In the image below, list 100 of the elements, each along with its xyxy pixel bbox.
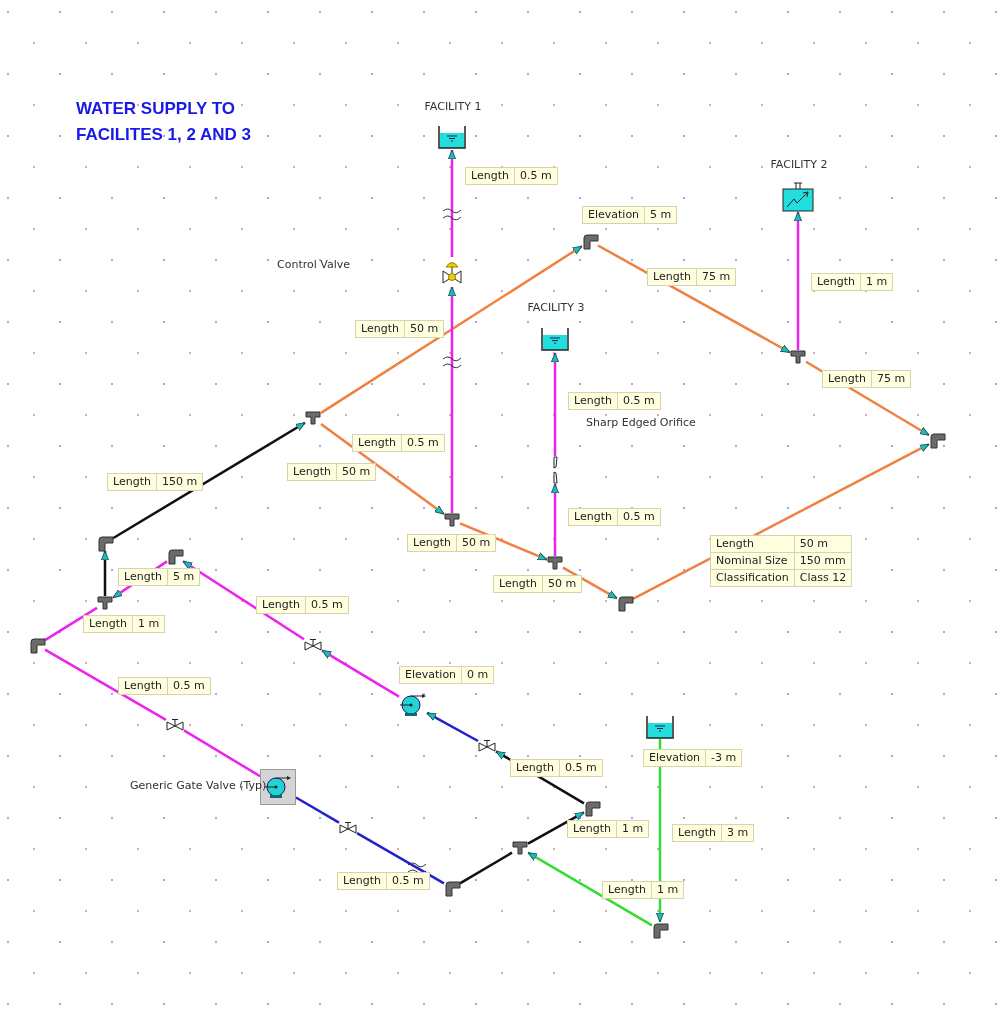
- property-value-cell: 50 m: [336, 463, 376, 481]
- property-name-cell: Length: [118, 677, 168, 695]
- property-name-cell: Length: [568, 392, 618, 410]
- property-name-cell: Length: [83, 615, 133, 633]
- property-value-cell: 3 m: [721, 824, 754, 842]
- property-name-cell: Elevation: [582, 206, 645, 224]
- facility-label: FACILITY 2: [769, 158, 829, 171]
- pipe-line: [447, 149, 457, 257]
- elbow-fitting-icon: [584, 800, 600, 816]
- pipe-line: [527, 851, 653, 927]
- gate-valve-icon: [304, 638, 322, 652]
- tee-fitting-icon: [97, 596, 113, 610]
- property-value-cell: 0 m: [461, 666, 494, 684]
- pipe-line: [597, 244, 791, 354]
- gate-valve-icon: [166, 718, 184, 732]
- gate-valve-icon: [339, 821, 357, 835]
- pipe-line: [459, 522, 548, 561]
- elbow-fitting-icon: [167, 548, 183, 564]
- property-value-cell: 0.5 m: [559, 759, 603, 777]
- property-name-cell: Elevation: [643, 749, 706, 767]
- property-value-cell: 75 m: [871, 370, 911, 388]
- property-name-cell: Length: [352, 434, 402, 452]
- tee-fitting-icon: [512, 841, 528, 855]
- property-name-cell: Length: [710, 535, 795, 553]
- tee-fitting-icon: [444, 513, 460, 527]
- tee-fitting-icon: [305, 411, 321, 425]
- elbow-fitting-icon: [652, 922, 668, 938]
- property-name-cell: Length: [647, 268, 697, 286]
- pipe-line: [320, 245, 583, 414]
- pipe-line: [112, 421, 306, 540]
- elbow-fitting-icon: [97, 535, 113, 551]
- property-value-cell: 0.5 m: [386, 872, 430, 890]
- pipe-line: [459, 851, 513, 885]
- property-value-cell: 150 mm: [794, 552, 852, 570]
- diagram-title: WATER SUPPLY TO FACILITES 1, 2 AND 3: [76, 98, 253, 146]
- pipe-line: [295, 796, 340, 824]
- pipe-line: [183, 729, 261, 778]
- orifice-icon: [551, 456, 559, 484]
- pipe-line: [426, 711, 479, 743]
- pipe-line: [182, 560, 305, 641]
- elbow-fitting-icon: [929, 432, 945, 448]
- property-value-cell: 1 m: [860, 273, 893, 291]
- pipe-line: [550, 483, 560, 556]
- facility-label: FACILITY 3: [526, 301, 586, 314]
- annotation-text: Control Valve: [277, 258, 350, 271]
- facility-label: FACILITY 1: [423, 100, 483, 113]
- property-name-cell: Length: [493, 575, 543, 593]
- property-value-cell: 1 m: [651, 881, 684, 899]
- tank-icon: [646, 715, 674, 739]
- property-value-cell: 1 m: [616, 820, 649, 838]
- annotation-text: Generic Gate Valve (Typ): [130, 779, 267, 792]
- pipe-line: [527, 811, 585, 845]
- property-value-cell: 50 m: [456, 534, 496, 552]
- property-value-cell: 0.5 m: [305, 596, 349, 614]
- pipe-line: [793, 211, 803, 350]
- pump-icon: [399, 693, 427, 717]
- property-value-cell: 0.5 m: [401, 434, 445, 452]
- property-value-cell: 50 m: [794, 535, 852, 553]
- property-value-cell: 1 m: [132, 615, 165, 633]
- property-value-cell: -3 m: [705, 749, 742, 767]
- property-name-cell: Length: [355, 320, 405, 338]
- property-name-cell: Length: [672, 824, 722, 842]
- property-name-cell: Length: [287, 463, 337, 481]
- property-name-cell: Nominal Size: [710, 552, 795, 570]
- elbow-fitting-icon: [617, 595, 633, 611]
- property-value-cell: 0.5 m: [167, 677, 211, 695]
- property-value-cell: 50 m: [542, 575, 582, 593]
- pipe-line: [320, 422, 445, 516]
- property-value-cell: 5 m: [644, 206, 677, 224]
- property-value-cell: 150 m: [156, 473, 203, 491]
- tee-fitting-icon: [790, 350, 806, 364]
- elbow-fitting-icon: [444, 880, 460, 896]
- property-value-cell: 0.5 m: [617, 392, 661, 410]
- property-name-cell: Length: [407, 534, 457, 552]
- component-label: Sharp Edged Orifice: [586, 416, 696, 429]
- elbow-fitting-icon: [29, 637, 45, 653]
- property-name-cell: Length: [568, 508, 618, 526]
- gate-valve-icon: [478, 739, 496, 753]
- pipe-line: [44, 606, 98, 642]
- pipe-line: [562, 566, 618, 600]
- property-name-cell: Length: [602, 881, 652, 899]
- property-value-cell: 0.5 m: [514, 167, 558, 185]
- property-value-cell: 0.5 m: [617, 508, 661, 526]
- pipe-line: [356, 832, 445, 885]
- property-value-cell: 5 m: [167, 568, 200, 586]
- property-name-cell: Length: [567, 820, 617, 838]
- property-name-cell: Classification: [710, 569, 795, 587]
- property-value-cell: Class 12: [794, 569, 852, 587]
- property-name-cell: Length: [337, 872, 387, 890]
- pipe-line: [550, 352, 560, 456]
- property-name-cell: Length: [107, 473, 157, 491]
- property-name-cell: Length: [510, 759, 560, 777]
- property-name-cell: Length: [465, 167, 515, 185]
- property-name-cell: Length: [256, 596, 306, 614]
- pipe-line: [100, 550, 110, 596]
- property-name-cell: Length: [822, 370, 872, 388]
- property-value-cell: 75 m: [696, 268, 736, 286]
- property-name-cell: Length: [118, 568, 168, 586]
- tee-fitting-icon: [547, 556, 563, 570]
- property-name-cell: Elevation: [399, 666, 462, 684]
